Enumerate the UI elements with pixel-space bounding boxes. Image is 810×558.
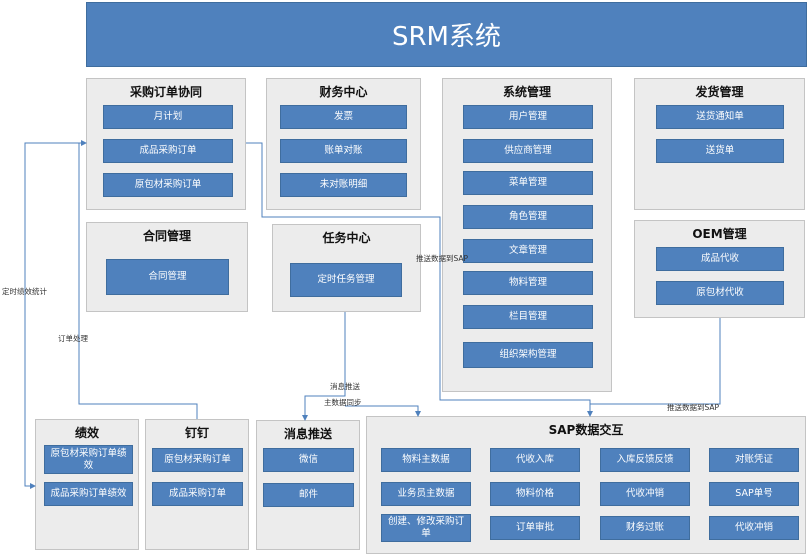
group-title: OEM管理 xyxy=(692,227,747,241)
box-delivery-notice[interactable]: 送货通知单 xyxy=(656,105,784,129)
line-push-sap-2 xyxy=(590,318,721,405)
group-title: 任务中心 xyxy=(322,231,371,245)
box-material-collection[interactable]: 原包材代收 xyxy=(656,281,784,305)
label-message-push: 消息推送 xyxy=(330,382,360,391)
label-push-sap-1: 推送数据到SAP xyxy=(416,254,469,263)
group-title: SAP数据交互 xyxy=(548,423,624,437)
box-dingtalk-material-po[interactable]: 原包材采购订单 xyxy=(152,448,243,472)
box-order-approval[interactable]: 订单审批 xyxy=(490,516,580,540)
box-material-po-perf[interactable]: 原包材采购订单绩效 xyxy=(44,445,133,474)
group-title: 系统管理 xyxy=(502,85,551,99)
box-wechat[interactable]: 微信 xyxy=(263,448,354,472)
group-task-center: 任务中心 定时任务管理 xyxy=(272,224,421,312)
label-push-sap-2: 推送数据到SAP xyxy=(667,403,720,412)
group-title: 绩效 xyxy=(74,426,99,440)
box-article-mgmt[interactable]: 文章管理 xyxy=(463,239,593,263)
box-monthly-plan[interactable]: 月计划 xyxy=(103,105,233,129)
box-finance-posting[interactable]: 财务过账 xyxy=(600,516,690,540)
box-email[interactable]: 邮件 xyxy=(263,483,354,507)
group-title: 钉钉 xyxy=(184,426,209,440)
box-finished-collection[interactable]: 成品代收 xyxy=(656,247,784,271)
label-order-processing: 订单处理 xyxy=(58,334,88,343)
box-material-po[interactable]: 原包材采购订单 xyxy=(103,173,233,197)
box-delivery-note[interactable]: 送货单 xyxy=(656,139,784,163)
group-title: 发货管理 xyxy=(695,85,744,99)
box-material-master[interactable]: 物料主数据 xyxy=(381,448,471,472)
box-reconcile-voucher[interactable]: 对账凭证 xyxy=(709,448,799,472)
group-message-push: 消息推送 微信 邮件 xyxy=(256,420,360,550)
group-contract: 合同管理 合同管理 xyxy=(86,222,248,312)
group-system: 系统管理 用户管理 供应商管理 菜单管理 角色管理 文章管理 物料管理 栏目管理… xyxy=(442,78,612,392)
label-timer-stats: 定时绩效统计 xyxy=(2,287,47,296)
group-performance: 绩效 原包材采购订单绩效 成品采购订单绩效 xyxy=(35,419,139,550)
box-contract-mgmt[interactable]: 合同管理 xyxy=(106,259,229,295)
group-sap-interaction: SAP数据交互 物料主数据 代收入库 入库反馈反馈 对账凭证 业务员主数据 物料… xyxy=(366,416,806,554)
box-finished-po[interactable]: 成品采购订单 xyxy=(103,139,233,163)
box-create-modify-po[interactable]: 创建、修改采购订单 xyxy=(381,514,471,542)
box-finished-po-perf[interactable]: 成品采购订单绩效 xyxy=(44,482,133,506)
box-bill-reconcile[interactable]: 账单对账 xyxy=(280,139,407,163)
box-supplier-mgmt[interactable]: 供应商管理 xyxy=(463,139,593,163)
group-title: 合同管理 xyxy=(142,229,191,243)
box-column-mgmt[interactable]: 栏目管理 xyxy=(463,305,593,329)
box-invoice[interactable]: 发票 xyxy=(280,105,407,129)
system-title-banner: SRM系统 xyxy=(86,2,807,67)
box-scheduled-task[interactable]: 定时任务管理 xyxy=(290,263,402,297)
box-salesman-master[interactable]: 业务员主数据 xyxy=(381,482,471,506)
box-role-mgmt[interactable]: 角色管理 xyxy=(463,205,593,229)
group-dingtalk: 钉钉 原包材采购订单 成品采购订单 xyxy=(145,419,249,550)
box-material-mgmt[interactable]: 物料管理 xyxy=(463,271,593,295)
group-title: 财务中心 xyxy=(319,85,368,99)
group-purchase-order: 采购订单协同 月计划 成品采购订单 原包材采购订单 xyxy=(86,78,246,210)
box-menu-mgmt[interactable]: 菜单管理 xyxy=(463,171,593,195)
line-timer-stats xyxy=(24,142,86,489)
box-dingtalk-finished-po[interactable]: 成品采购订单 xyxy=(152,482,243,506)
line-master-sync xyxy=(345,405,421,417)
box-sap-number[interactable]: SAP单号 xyxy=(709,482,799,506)
label-master-sync: 主数据同步 xyxy=(324,398,362,407)
box-material-price[interactable]: 物料价格 xyxy=(490,482,580,506)
line-push-sap-1 xyxy=(246,142,593,417)
box-org-mgmt[interactable]: 组织架构管理 xyxy=(463,342,593,368)
box-inbound-feedback[interactable]: 入库反馈反馈 xyxy=(600,448,690,472)
box-unreconciled-detail[interactable]: 未对账明细 xyxy=(280,173,407,197)
group-delivery: 发货管理 送货通知单 送货单 xyxy=(634,78,805,210)
group-oem: OEM管理 成品代收 原包材代收 xyxy=(634,220,805,318)
line-message-push xyxy=(302,312,346,421)
line-order-processing xyxy=(78,140,198,419)
box-collection-reversal-2[interactable]: 代收冲销 xyxy=(709,516,799,540)
group-title: 消息推送 xyxy=(283,427,332,441)
group-title: 采购订单协同 xyxy=(129,85,202,99)
box-collection-reversal[interactable]: 代收冲销 xyxy=(600,482,690,506)
group-finance: 财务中心 发票 账单对账 未对账明细 xyxy=(266,78,421,210)
box-user-mgmt[interactable]: 用户管理 xyxy=(463,105,593,129)
box-collection-inbound[interactable]: 代收入库 xyxy=(490,448,580,472)
